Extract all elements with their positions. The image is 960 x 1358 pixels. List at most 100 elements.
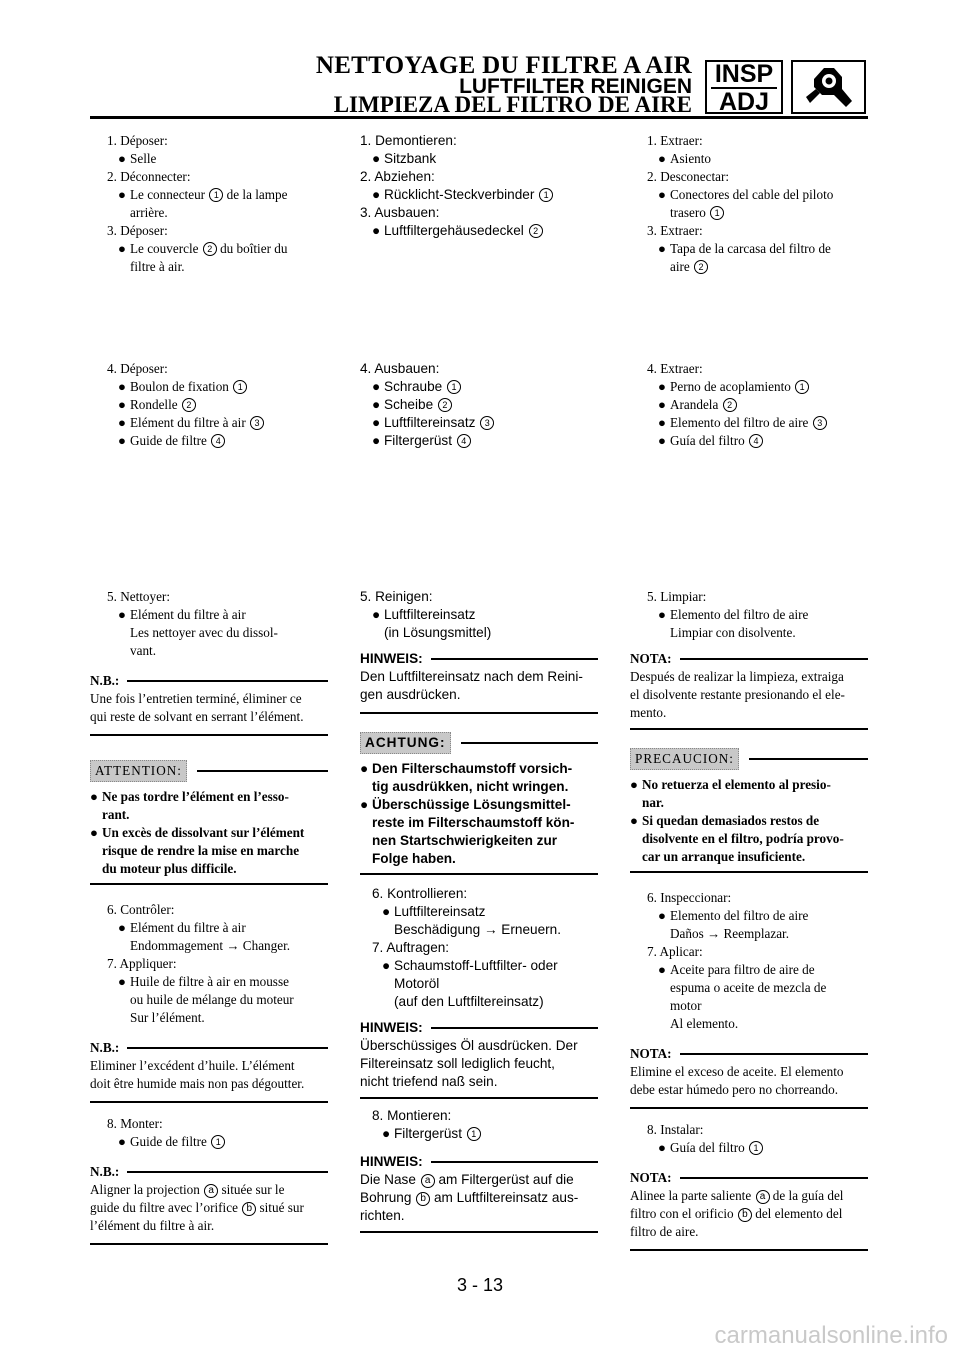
step: 7. Auftragen:	[372, 940, 450, 955]
list-item: ●Filtergerüst 4	[360, 432, 598, 450]
step: 6. Contrôler:	[107, 902, 175, 917]
list-item: ●Elément du filtre à air	[118, 607, 246, 622]
step: 5. Reinigen:	[360, 589, 433, 604]
step: 8. Monter:	[107, 1116, 163, 1131]
header-rule	[90, 116, 868, 119]
list-item: ●Tapa de la carcasa del filtro de	[658, 241, 831, 256]
step: 3. Extraer:	[647, 223, 703, 238]
list-item-cont: espuma o aceite de mezcla de	[670, 980, 827, 995]
list-item-cont: Motoröl	[394, 976, 440, 991]
list-item-cont: filtre à air.	[130, 259, 185, 274]
list-item: ●Huile de filtre à air en mousse	[118, 974, 289, 989]
list-item: ●Elemento del filtro de aire	[658, 607, 809, 622]
note-text: Die Nase a am Filtergerüst auf die	[360, 1172, 574, 1188]
note-text: Une fois l’entretien terminé, éliminer c…	[90, 691, 302, 706]
fr-section-1: 1. Déposer: ●Selle 2. Déconnecter: ●Le c…	[90, 132, 328, 276]
note-rule	[630, 1107, 868, 1109]
list-item-cont: Endommagement → Changer.	[130, 938, 291, 953]
list-item-cont: (in Lösungsmittel)	[384, 625, 492, 640]
list-item: ●Conectores del cable del piloto	[658, 187, 834, 202]
note-text: debe estar húmedo pero no chorreando.	[630, 1082, 838, 1097]
list-item-cont: Les nettoyer avec du dissol-	[130, 625, 278, 640]
list-item: ●Rondelle 2	[90, 396, 328, 414]
note-text: qui reste de solvant en serrant l’élémen…	[90, 709, 304, 724]
step: 2. Déconnecter:	[107, 169, 191, 184]
list-item-cont: Daños → Reemplazar.	[670, 926, 790, 941]
step: 6. Inspeccionar:	[647, 890, 732, 905]
list-item-cont: (auf den Luftfiltereinsatz)	[394, 994, 544, 1009]
note-text: mento.	[630, 705, 667, 720]
list-item-cont: Al elemento.	[670, 1016, 739, 1031]
step: 1. Déposer:	[107, 133, 168, 148]
badge-adj: ADJ	[718, 88, 769, 116]
hinweis-heading: HINWEIS:	[360, 650, 598, 668]
note-rule	[90, 1243, 328, 1245]
note-text: filtro con el orificio b del elemento de…	[630, 1206, 843, 1222]
note-text: Eliminer l’excédent d’huile. L’élément	[90, 1058, 295, 1073]
list-item-cont: arrière.	[130, 205, 168, 220]
es-section-1: 1. Extraer: ●Asiento 2. Desconectar: ●Co…	[630, 132, 868, 276]
de-section-2: 4. Ausbauen: ●Schraube 1 ●Scheibe 2 ●Luf…	[360, 360, 598, 450]
warning-rule	[630, 871, 868, 873]
step: 4. Ausbauen:	[360, 361, 440, 376]
note-rule	[90, 734, 328, 736]
step: 3. Déposer:	[107, 223, 168, 238]
list-item: ●Le connecteur 1 de la lampe	[118, 187, 288, 202]
note-text: Aligner la projection a située sur le	[90, 1182, 285, 1198]
nota-heading: NOTA:	[630, 650, 868, 668]
list-item: ●Elément du filtre à air	[118, 920, 246, 935]
step: 4. Déposer:	[107, 361, 168, 376]
note-rule	[360, 1231, 598, 1233]
es-section-2: 4. Extraer: ●Perno de acoplamiento 1 ●Ar…	[630, 360, 868, 450]
list-item: ●Sitzbank	[372, 151, 437, 166]
hinweis-heading: HINWEIS:	[360, 1019, 598, 1037]
list-item: ●Asiento	[658, 151, 712, 166]
list-item-cont: vant.	[130, 643, 157, 658]
precaucion-heading: PRECAUCION:	[630, 748, 868, 770]
step: 5. Limpiar:	[647, 589, 707, 604]
step: 4. Extraer:	[647, 361, 703, 376]
list-item: ●Guía del filtro 4	[630, 432, 868, 450]
list-item: ●Elemento del filtro de aire 3	[630, 414, 868, 432]
page-title-fr: NETTOYAGE DU FILTRE A AIR	[315, 52, 692, 79]
list-item: ●Le couvercle 2 du boîtier du	[118, 241, 288, 256]
warning-item: ●Den Filterschaumstoff vorsich- tig ausd…	[360, 761, 575, 866]
note-rule	[360, 1097, 598, 1099]
step: 8. Montieren:	[372, 1108, 452, 1123]
note-text: Filtereinsatz soll lediglich feucht,	[360, 1056, 555, 1071]
list-item-cont: Beschädigung → Erneuern.	[394, 922, 562, 937]
note-text: l’élément du filtre à air.	[90, 1218, 215, 1233]
step: 3. Ausbauen:	[360, 205, 440, 220]
callout-1: 1	[209, 188, 224, 202]
note-text: Den Luftfiltereinsatz nach dem Reini-	[360, 669, 583, 684]
note-text: Elimine el exceso de aceite. El elemento	[630, 1064, 844, 1079]
de-section-3: 5. Reinigen: ●Luftfiltereinsatz (in Lösu…	[360, 588, 598, 1233]
step: 5. Nettoyer:	[107, 589, 170, 604]
hinweis-heading: HINWEIS:	[360, 1153, 598, 1171]
fr-section-3: 5. Nettoyer: ●Elément du filtre à air Le…	[90, 588, 328, 1245]
wrench-gear-icon	[791, 60, 866, 114]
watermark: carmanualsonline.info	[714, 1322, 948, 1349]
de-section-1: 1. Demontieren: ●Sitzbank 2. Abziehen: ●…	[360, 132, 598, 240]
note-text: gen ausdrücken.	[360, 687, 461, 702]
note-text: guide du filtre avec l’orifice b situé s…	[90, 1200, 304, 1216]
badge-divider	[711, 87, 777, 89]
note-text: Überschüssiges Öl ausdrücken. Der	[360, 1038, 578, 1053]
note-rule	[630, 1249, 868, 1251]
list-item: ●Luftfiltereinsatz	[372, 607, 476, 622]
list-item: ●Guide de filtre 1	[90, 1133, 328, 1151]
page-title-de: LUFTFILTER REINIGEN	[459, 75, 692, 98]
es-section-3: 5. Limpiar: ●Elemento del filtro de aire…	[630, 588, 868, 1251]
nb-heading: N.B.:	[90, 1039, 328, 1057]
note-rule	[360, 712, 598, 714]
list-item: ●Guide de filtre 4	[90, 432, 328, 450]
list-item-cont: motor	[670, 998, 702, 1013]
achtung-heading: ACHTUNG:	[360, 732, 598, 754]
warning-rule	[360, 873, 598, 875]
callout-2: 2	[202, 242, 217, 256]
note-text: richten.	[360, 1208, 405, 1223]
list-item-cont: trasero 1	[630, 204, 868, 222]
step: 6. Kontrollieren:	[372, 886, 468, 901]
step: 7. Aplicar:	[647, 944, 703, 959]
list-item: ●Scheibe 2	[360, 396, 598, 414]
